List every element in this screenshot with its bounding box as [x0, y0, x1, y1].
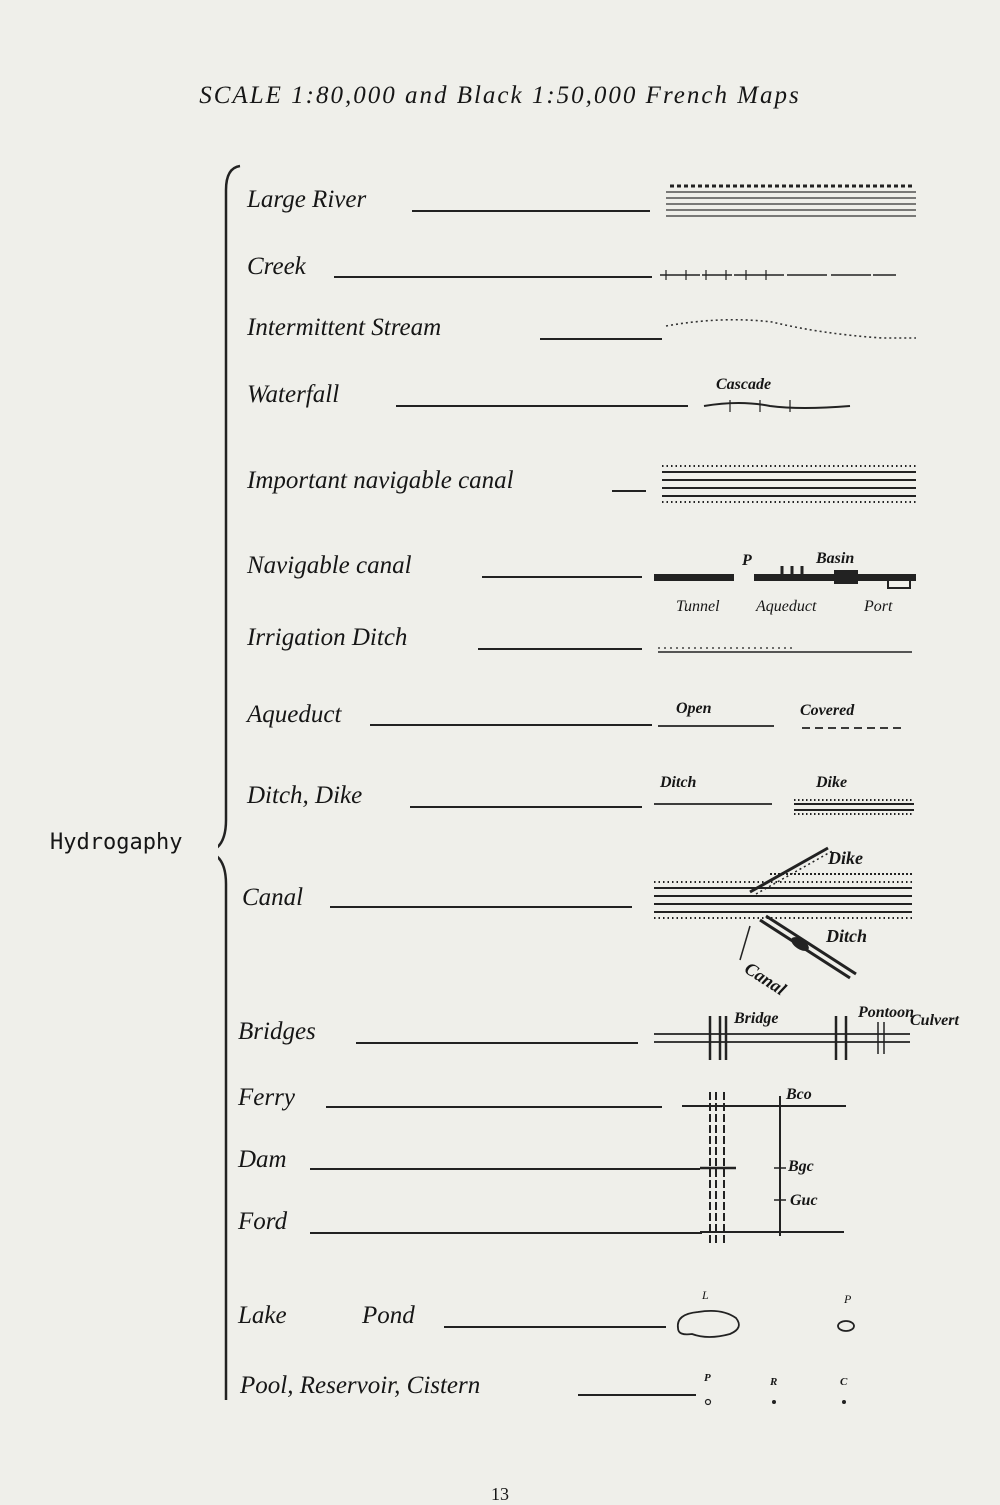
navigable-canal-tunnel-label: Tunnel [676, 598, 720, 615]
ford-guc-label: Guc [790, 1192, 818, 1209]
reservoir-r-label: R [770, 1376, 778, 1388]
label-waterfall: Waterfall [247, 381, 340, 408]
pond-p-label: P [844, 1292, 852, 1306]
creek-symbol [660, 270, 896, 280]
leader-line [330, 906, 632, 908]
label-dam: Dam [238, 1146, 287, 1173]
culvert-label: Culvert [910, 1012, 959, 1029]
page-number: 13 [491, 1484, 509, 1504]
ditch-dike-symbol [654, 799, 914, 815]
navigable-canal-basin-label: Basin [816, 550, 855, 567]
label-ferry: Ferry [238, 1084, 295, 1111]
label-canal: Canal [242, 884, 304, 911]
page-title: SCALE 1:80,000 and Black 1:50,000 French… [199, 82, 801, 109]
leader-line [478, 648, 642, 650]
label-pond: Pond [362, 1302, 415, 1329]
navigable-canal-port-label: Port [864, 598, 893, 615]
important-navigable-canal-symbol [662, 465, 916, 503]
lake-pond-symbol [676, 1309, 855, 1338]
bridge-label: Bridge [734, 1010, 779, 1027]
aqueduct-symbol [658, 725, 906, 729]
section-label-hydrography: Hydrogaphy [50, 830, 183, 855]
leader-line [412, 210, 650, 212]
dam-bgc-label: Bgc [788, 1158, 814, 1175]
leader-line [334, 276, 652, 278]
navigable-canal-aqueduct-label: Aqueduct [756, 598, 817, 615]
label-pool-reservoir-cistern: Pool, Reservoir, Cistern [240, 1372, 481, 1399]
dike-label: Dike [816, 774, 848, 791]
leader-line [310, 1232, 702, 1234]
ferry-dam-ford-symbol [682, 1092, 846, 1244]
leader-line [310, 1168, 700, 1170]
leader-line [396, 405, 688, 407]
leader-line [370, 724, 652, 726]
large-river-symbol [666, 184, 916, 217]
label-aqueduct: Aqueduct [247, 701, 342, 728]
leader-line [326, 1106, 662, 1108]
label-important-navigable-canal: Important navigable canal [247, 467, 514, 494]
pool-p-label: P [704, 1372, 711, 1384]
canal-symbol [654, 846, 912, 980]
label-large-river: Large River [247, 186, 367, 213]
curly-brace [218, 164, 241, 1400]
waterfall-cascade-label: Cascade [716, 376, 772, 393]
label-bridges: Bridges [238, 1018, 316, 1045]
pontoon-label: Pontoon [858, 1004, 915, 1021]
leader-line [578, 1394, 696, 1396]
label-navigable-canal: Navigable canal [247, 552, 412, 579]
leader-line [540, 338, 662, 340]
lake-l-label: L [702, 1288, 709, 1302]
intermittent-stream-symbol [665, 318, 916, 339]
aqueduct-covered-label: Covered [800, 702, 855, 719]
bridges-symbol [654, 1016, 910, 1060]
ditch-label: Ditch [660, 774, 697, 791]
aqueduct-open-label: Open [676, 700, 712, 717]
label-irrigation-ditch: Irrigation Ditch [247, 624, 408, 651]
leader-line [444, 1326, 666, 1328]
label-intermittent-stream: Intermittent Stream [247, 314, 442, 341]
leader-line [410, 806, 642, 808]
canal-dike-label: Dike [828, 848, 863, 868]
label-lake: Lake [238, 1302, 287, 1329]
ferry-bco-label: Bco [786, 1086, 812, 1103]
label-creek: Creek [247, 253, 306, 280]
irrigation-ditch-symbol [658, 647, 912, 653]
navigable-canal-p-label: P [742, 552, 752, 569]
pool-reservoir-cistern-symbol [704, 1398, 846, 1406]
leader-line [482, 576, 642, 578]
cistern-c-label: C [840, 1376, 848, 1388]
navigable-canal-symbol [654, 566, 916, 589]
canal-ditch-label: Ditch [826, 926, 868, 946]
leader-line [612, 490, 646, 492]
label-ford: Ford [238, 1208, 288, 1235]
label-ditch-dike: Ditch, Dike [247, 782, 363, 809]
leader-line [356, 1042, 638, 1044]
waterfall-symbol [703, 400, 851, 412]
